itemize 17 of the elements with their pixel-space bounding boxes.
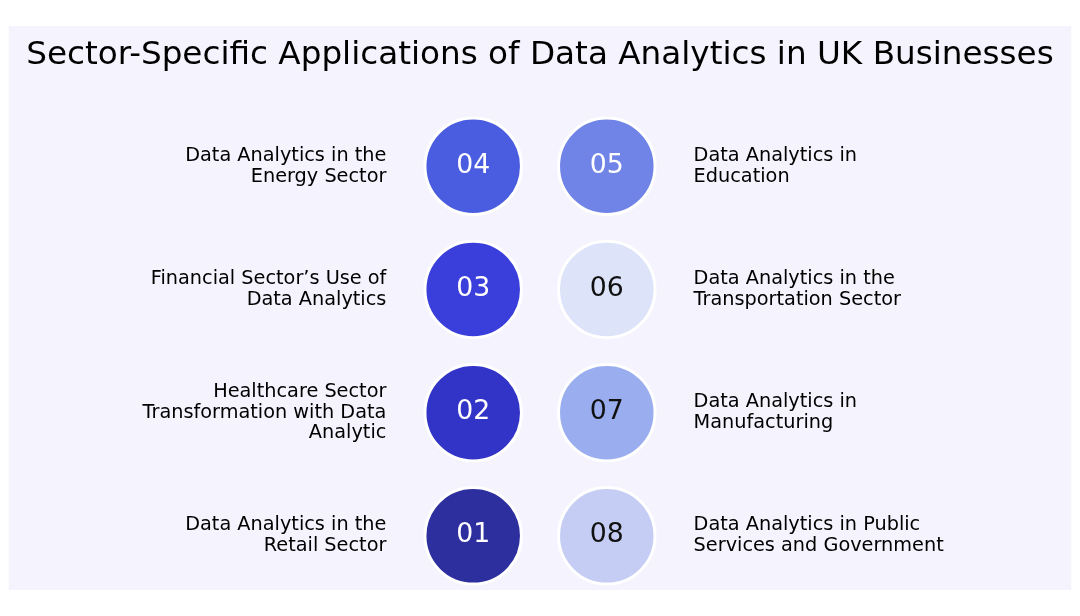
node-circle: 02: [423, 362, 523, 463]
node-label: Healthcare Sector Transformation with Data Analytic: [142, 378, 387, 444]
node-circle: 08: [557, 486, 657, 586]
node-circle: 06: [557, 239, 657, 340]
node-label: Data Analytics in the Energy Sector: [185, 142, 387, 187]
node-circle: 01: [423, 486, 523, 586]
node-circle: 04: [423, 116, 523, 216]
node-label: Financial Sector’s Use of Data Analytics: [150, 266, 387, 310]
node-label: Data Analytics in Education: [693, 142, 858, 187]
node-label: Data Analytics in the Retail Sector: [185, 512, 387, 557]
node-label: Data Analytics in the Transportation Sector: [693, 266, 901, 310]
node-label: Data Analytics in Public Services and Government: [693, 512, 944, 557]
node-circle: 05: [557, 116, 657, 216]
node-circle: 07: [557, 362, 657, 463]
diagram-title: Sector-Specific Applications of Data Analytics in UK Businesses: [26, 34, 1054, 72]
node-circle: 03: [423, 239, 523, 340]
node-label: Data Analytics in Manufacturing: [693, 389, 858, 434]
